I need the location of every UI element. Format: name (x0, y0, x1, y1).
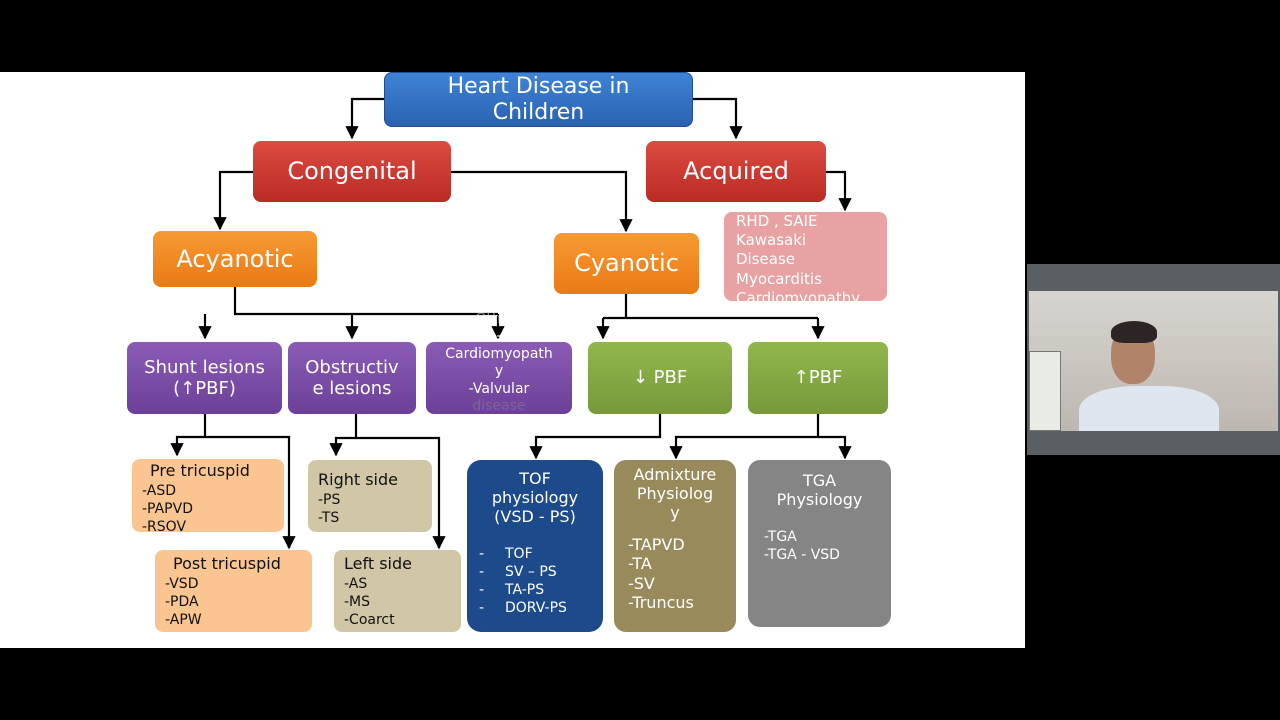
tof-items: TOF SV – PS TA-PS DORV-PS (467, 545, 567, 618)
tga-item: -TGA - VSD (764, 546, 840, 563)
others-line: -Valvular (468, 380, 530, 397)
tof-item: TA-PS (479, 581, 567, 599)
pre-tricuspid-node: Pre tricuspid -ASD -PAPVD -RSOV (132, 459, 284, 532)
high-pbf-label: ↑PBF (793, 367, 843, 389)
tof-item: TOF (479, 545, 567, 563)
left-side-item: -Coarct (344, 612, 395, 629)
connector-cyanotic-branch (603, 294, 818, 320)
right-side-item: -TS (318, 509, 340, 526)
post-tricuspid-item: -APW (165, 612, 202, 629)
connector-acyanotic-branch (233, 287, 498, 316)
high-pbf-node: ↑PBF (748, 342, 888, 414)
acyanotic-label: Acyanotic (176, 244, 294, 273)
acquired-item: Kawasaki (736, 231, 807, 250)
acquired-label: Acquired (683, 157, 789, 186)
others-line: disease (472, 398, 526, 414)
connector-lines (170, 97, 852, 550)
left-side-item: -MS (344, 593, 371, 610)
acquired-item: Disease (736, 250, 795, 269)
post-tricuspid-node: Post tricuspid -VSD -PDA -APW (155, 550, 312, 632)
presentation-slide: Heart Disease in Children Congenital Acq… (0, 72, 1025, 648)
acyanotic-node: Acyanotic (153, 231, 317, 287)
shunt-line-1: Shunt lesions (144, 356, 265, 378)
pre-tricuspid-title: Pre tricuspid (150, 461, 250, 480)
acquired-node: Acquired (646, 141, 826, 202)
admixture-title-line: Physiolog (636, 483, 714, 503)
admixture-title-line: Admixture (633, 465, 717, 484)
webcam-panel (1027, 264, 1280, 455)
acquired-item: Cardiomyopathy (736, 288, 861, 301)
tof-item: DORV-PS (479, 599, 567, 617)
tof-title-line: physiology (491, 487, 579, 507)
admixture-item: -TAPVD (628, 534, 685, 554)
congenital-label: Congenital (287, 157, 417, 186)
cyanotic-node: Cyanotic (554, 233, 699, 294)
connector-obstructive-branch (329, 414, 358, 457)
acquired-item: RHD , SAIE (736, 212, 818, 230)
pre-tricuspid-item: -RSOV (142, 519, 187, 532)
connector-obstructive-left (356, 436, 446, 550)
admixture-physiology-node: Admixture Physiolog y -TAPVD -TA -SV -Tr… (614, 460, 736, 632)
low-pbf-node: ↓ PBF (588, 342, 732, 414)
congenital-node: Congenital (253, 141, 451, 202)
obstructive-line-1: Obstructiv (305, 356, 399, 378)
acquired-list: RHD , SAIE Kawasaki Disease Myocarditis … (724, 212, 887, 301)
others-node: Others - Cardiomyopath y -Valvular disea… (426, 311, 572, 414)
background-screen (1029, 351, 1061, 431)
connector-root-congenital (345, 97, 385, 140)
left-side-item: -AS (344, 575, 368, 592)
right-side-item: -PS (318, 491, 341, 508)
connector-low-tof (529, 414, 662, 460)
admixture-items: -TAPVD -TA -SV -Truncus (614, 535, 694, 613)
others-line: y (494, 363, 504, 379)
others-line: Cardiomyopath (445, 345, 553, 362)
pre-tricuspid-item: -ASD (142, 482, 176, 499)
shunt-line-2: (↑PBF) (173, 378, 236, 399)
webcam-video (1029, 291, 1278, 431)
connector-congenital-cyanotic (450, 170, 633, 233)
presenter-hair (1111, 321, 1157, 343)
connector-shunt-post (205, 435, 296, 550)
admixture-item: -Truncus (628, 593, 694, 613)
connector-root-acquired (693, 97, 743, 140)
admixture-item: -SV (628, 573, 655, 593)
left-side-node: Left side -AS -MS -Coarct (334, 550, 461, 632)
root-line-2: Children (492, 99, 585, 125)
tga-title-line: TGA (802, 471, 837, 490)
root-line-1: Heart Disease in (447, 73, 630, 99)
tga-items: -TGA -TGA - VSD (748, 528, 840, 564)
tga-physiology-node: TGA Physiology -TGA -TGA - VSD (748, 460, 891, 627)
pre-tricuspid-item: -PAPVD (142, 500, 193, 517)
connector-high-tga (818, 435, 852, 460)
acquired-item: Myocarditis (736, 269, 822, 288)
post-tricuspid-item: -VSD (165, 575, 199, 592)
right-side-title: Right side (318, 470, 398, 489)
connector-high-branch (669, 414, 820, 460)
tga-title-line: Physiology (776, 489, 863, 509)
connector-congenital-acyanotic (213, 170, 253, 231)
tga-item: -TGA (764, 528, 797, 545)
obstructive-lesions-node: Obstructiv e lesions (288, 342, 416, 414)
others-line: - (496, 328, 502, 344)
admixture-item: -TA (628, 554, 652, 574)
root-node: Heart Disease in Children (384, 72, 693, 127)
shunt-lesions-node: Shunt lesions (↑PBF) (127, 342, 282, 414)
tof-physiology-node: TOF physiology (VSD - PS) TOF SV – PS TA… (467, 460, 603, 632)
post-tricuspid-item: -PDA (165, 593, 199, 610)
tof-title-line: (VSD - PS) (494, 506, 576, 526)
post-tricuspid-title: Post tricuspid (173, 554, 281, 573)
cyanotic-label: Cyanotic (574, 249, 679, 278)
others-line: Others (475, 310, 523, 327)
connector-shunt-branch (170, 414, 207, 457)
low-pbf-label: ↓ PBF (632, 367, 688, 389)
presenter-shirt (1079, 386, 1219, 431)
left-side-title: Left side (344, 554, 412, 573)
obstructive-line-2: e lesions (312, 378, 392, 399)
admixture-title-line: y (670, 502, 680, 522)
right-side-node: Right side -PS -TS (308, 460, 432, 532)
connector-acquired-list (826, 170, 852, 212)
tof-item: SV – PS (479, 563, 567, 581)
tof-title-line: TOF (519, 469, 551, 488)
